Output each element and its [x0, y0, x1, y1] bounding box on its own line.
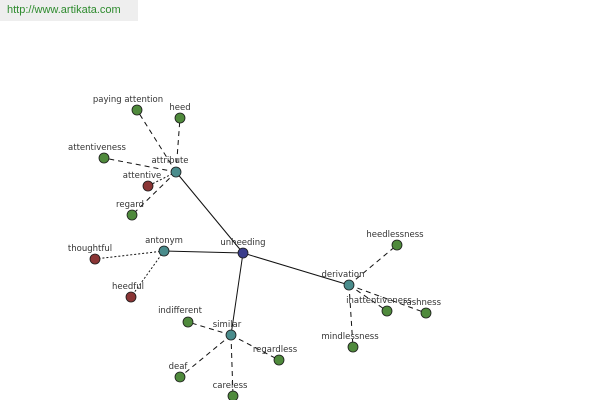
- edge-derivation-mindlessness: [348, 284, 354, 348]
- edge-derivation-heedlessness: [348, 244, 398, 286]
- edge-similar-regardless: [230, 334, 280, 361]
- word-label-regardless[interactable]: regardless: [253, 345, 298, 355]
- word-label-heedful[interactable]: heedful: [112, 282, 144, 292]
- word-node-paying-attention[interactable]: [131, 104, 143, 116]
- word-node-regard[interactable]: [126, 209, 138, 221]
- relation-node-derivation[interactable]: [343, 279, 355, 291]
- relation-node-antonym[interactable]: [158, 245, 170, 257]
- edge-center-antonym: [163, 250, 244, 254]
- edge-attribute-regard: [131, 171, 177, 216]
- word-node-deaf[interactable]: [174, 371, 186, 383]
- relation-label-attribute[interactable]: attribute: [151, 156, 188, 166]
- word-label-deaf[interactable]: deaf: [169, 362, 189, 372]
- edge-attribute-heed: [175, 117, 181, 173]
- word-label-attentiveness[interactable]: attentiveness: [68, 143, 126, 153]
- edge-center-derivation: [242, 252, 350, 286]
- word-node-careless[interactable]: [227, 390, 239, 400]
- word-node-heedful[interactable]: [125, 291, 137, 303]
- site-url-link[interactable]: http://www.artikata.com: [7, 4, 121, 16]
- word-node-attentive[interactable]: [142, 180, 154, 192]
- word-node-thoughtful[interactable]: [89, 253, 101, 265]
- edge-center-attribute: [175, 171, 244, 254]
- edge-antonym-heedful: [130, 250, 165, 298]
- word-label-regard[interactable]: regard: [116, 200, 144, 210]
- relation-label-derivation[interactable]: derivation: [321, 270, 364, 280]
- center-word-label[interactable]: unheeding: [220, 238, 265, 248]
- word-label-indifferent[interactable]: indifferent: [158, 306, 203, 316]
- edge-antonym-thoughtful: [94, 250, 165, 260]
- edge-similar-careless: [230, 334, 234, 397]
- edge-derivation-rashness: [348, 284, 427, 314]
- word-node-heed[interactable]: [174, 112, 186, 124]
- word-label-mindlessness[interactable]: mindlessness: [321, 332, 379, 342]
- word-node-indifferent[interactable]: [182, 316, 194, 328]
- word-node-attentiveness[interactable]: [98, 152, 110, 164]
- relation-node-attribute[interactable]: [170, 166, 182, 178]
- relation-label-antonym[interactable]: antonym: [145, 236, 183, 246]
- word-node-heedlessness[interactable]: [391, 239, 403, 251]
- edge-attribute-paying-attention: [136, 109, 177, 173]
- word-node-inattentiveness[interactable]: [381, 305, 393, 317]
- edge-attribute-attentiveness: [103, 157, 177, 173]
- word-node-mindlessness[interactable]: [347, 341, 359, 353]
- word-label-inattentiveness[interactable]: inattentiveness: [346, 296, 412, 306]
- word-node-rashness[interactable]: [420, 307, 432, 319]
- word-label-paying-attention[interactable]: paying attention: [93, 95, 163, 105]
- site-banner: http://www.artikata.com: [0, 0, 138, 21]
- edge-similar-deaf: [179, 334, 232, 378]
- word-label-heed[interactable]: heed: [169, 103, 190, 113]
- edge-similar-indifferent: [187, 321, 232, 336]
- word-label-attentive[interactable]: attentive: [123, 171, 161, 181]
- word-label-rashness[interactable]: rashness: [403, 298, 442, 308]
- word-label-careless[interactable]: careless: [213, 381, 248, 391]
- relation-label-similar[interactable]: similar: [213, 320, 242, 330]
- relation-node-similar[interactable]: [225, 329, 237, 341]
- center-word-node[interactable]: [237, 247, 249, 259]
- word-node-regardless[interactable]: [273, 354, 285, 366]
- word-label-heedlessness[interactable]: heedlessness: [366, 230, 424, 240]
- word-label-thoughtful[interactable]: thoughtful: [68, 244, 112, 254]
- edge-derivation-inattentiveness: [348, 284, 388, 312]
- edge-center-similar: [230, 252, 244, 336]
